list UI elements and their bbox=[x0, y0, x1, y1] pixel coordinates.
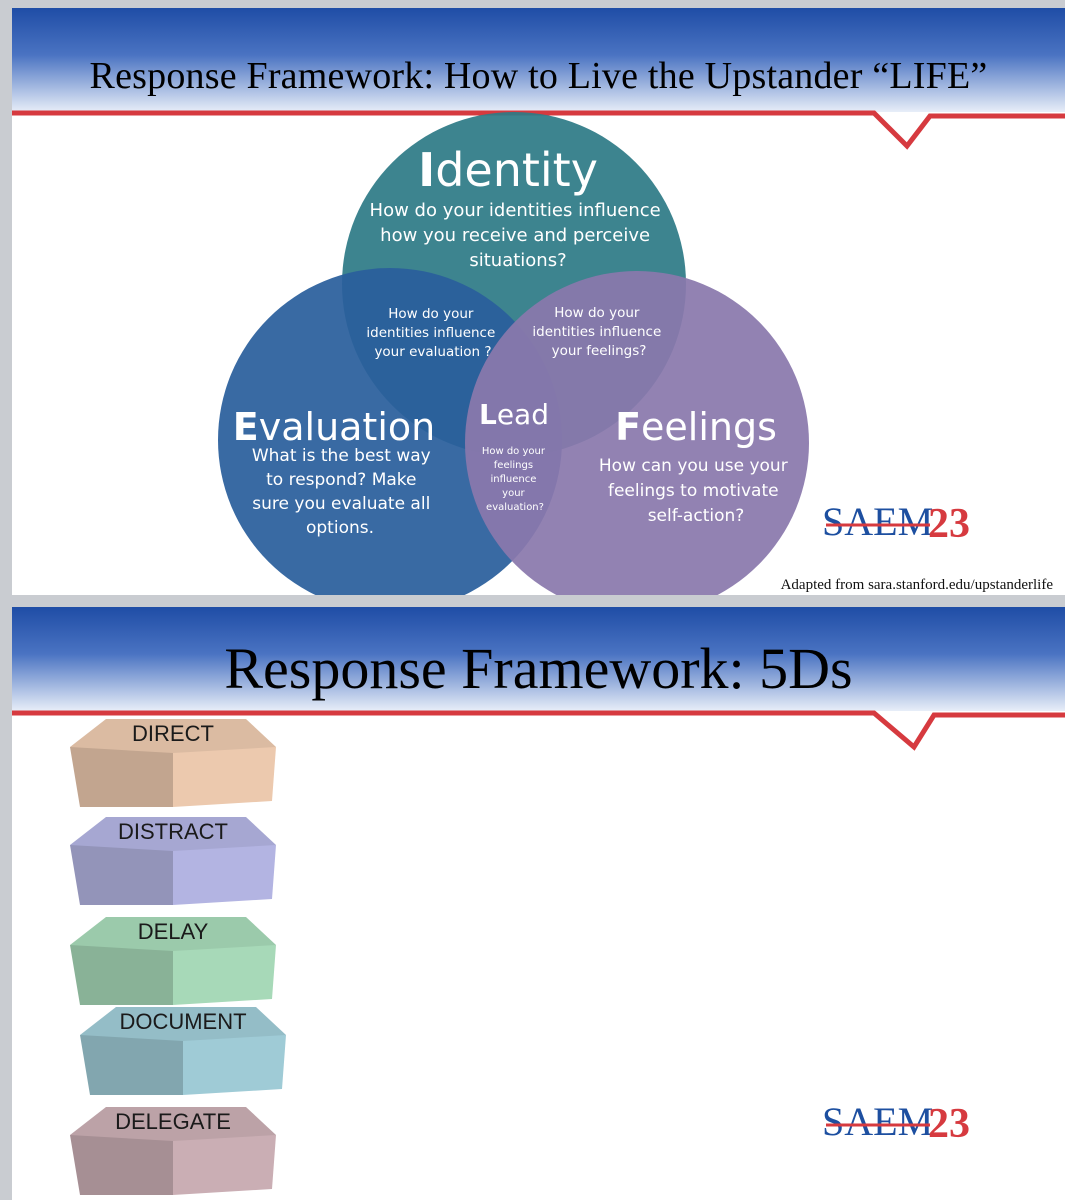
identity-feelings-overlap-text: How do your identities influence your fe… bbox=[532, 305, 665, 359]
step-face bbox=[173, 1135, 276, 1195]
slide-banner bbox=[12, 8, 1065, 150]
evaluation-heading: Evaluation bbox=[233, 405, 435, 449]
five-ds-stack: DIRECT DISTRACT DELAY DOCUMENT DELEGATE bbox=[70, 719, 286, 1195]
step-face bbox=[173, 945, 276, 1005]
saem23-logo: SAEM 23 bbox=[820, 1099, 1000, 1147]
step-label: DIRECT bbox=[132, 721, 214, 746]
evaluation-circle bbox=[218, 268, 562, 595]
step-label: DOCUMENT bbox=[119, 1009, 246, 1034]
lead-heading: Lead bbox=[479, 398, 549, 431]
feelings-heading: Feelings bbox=[615, 405, 777, 449]
svg-text:SAEM: SAEM bbox=[822, 1099, 933, 1144]
step-face bbox=[70, 719, 276, 753]
step-block-document: DOCUMENT bbox=[80, 1007, 286, 1095]
saem23-logo: SAEM 23 bbox=[820, 499, 1000, 547]
slide-banner bbox=[12, 607, 1065, 751]
step-block-delegate: DELEGATE bbox=[70, 1107, 276, 1195]
step-face bbox=[70, 747, 173, 807]
step-block-direct: DIRECT bbox=[70, 719, 276, 807]
step-face bbox=[80, 1035, 183, 1095]
svg-text:23: 23 bbox=[928, 501, 970, 547]
evaluation-question: What is the best way to respond? Make su… bbox=[252, 446, 436, 538]
step-face bbox=[70, 845, 173, 905]
step-face bbox=[173, 845, 276, 905]
saem23-logo-graphic: SAEM 23 bbox=[822, 1099, 970, 1147]
step-label: DELEGATE bbox=[115, 1109, 231, 1134]
step-block-delay: DELAY bbox=[70, 917, 276, 1005]
step-label: DELAY bbox=[138, 919, 209, 944]
step-face bbox=[70, 917, 276, 951]
step-face bbox=[183, 1035, 286, 1095]
saem23-logo-graphic: SAEM 23 bbox=[822, 499, 970, 547]
step-face bbox=[80, 1007, 286, 1041]
lead-question: How do your feelings influence your eval… bbox=[482, 446, 548, 513]
feelings-question: How can you use your feelings to motivat… bbox=[599, 456, 793, 526]
step-face bbox=[70, 817, 276, 851]
slide-life: Response Framework: How to Live the Upst… bbox=[12, 8, 1065, 595]
identity-heading: Identity bbox=[418, 143, 598, 197]
identity-question: How do your identities influence how you… bbox=[370, 200, 667, 271]
identity-evaluation-overlap-text: How do your identities influence your ev… bbox=[366, 306, 499, 360]
step-face bbox=[70, 1107, 276, 1141]
feelings-circle bbox=[465, 271, 809, 595]
step-face bbox=[70, 1135, 173, 1195]
source-note: Adapted from sara.stanford.edu/upstander… bbox=[780, 577, 1053, 593]
life-venn-diagram: Identity How do your identities influenc… bbox=[218, 112, 809, 595]
step-face bbox=[70, 945, 173, 1005]
step-block-distract: DISTRACT bbox=[70, 817, 276, 905]
slide-5ds: Response Framework: 5Ds DIRECT DISTRACT DE… bbox=[12, 607, 1065, 1200]
slide-title: Response Framework: 5Ds bbox=[224, 636, 853, 701]
slide-title: Response Framework: How to Live the Upst… bbox=[89, 55, 988, 97]
svg-text:23: 23 bbox=[928, 1101, 970, 1147]
svg-text:SAEM: SAEM bbox=[822, 499, 933, 544]
step-face bbox=[173, 747, 276, 807]
step-label: DISTRACT bbox=[118, 819, 228, 844]
